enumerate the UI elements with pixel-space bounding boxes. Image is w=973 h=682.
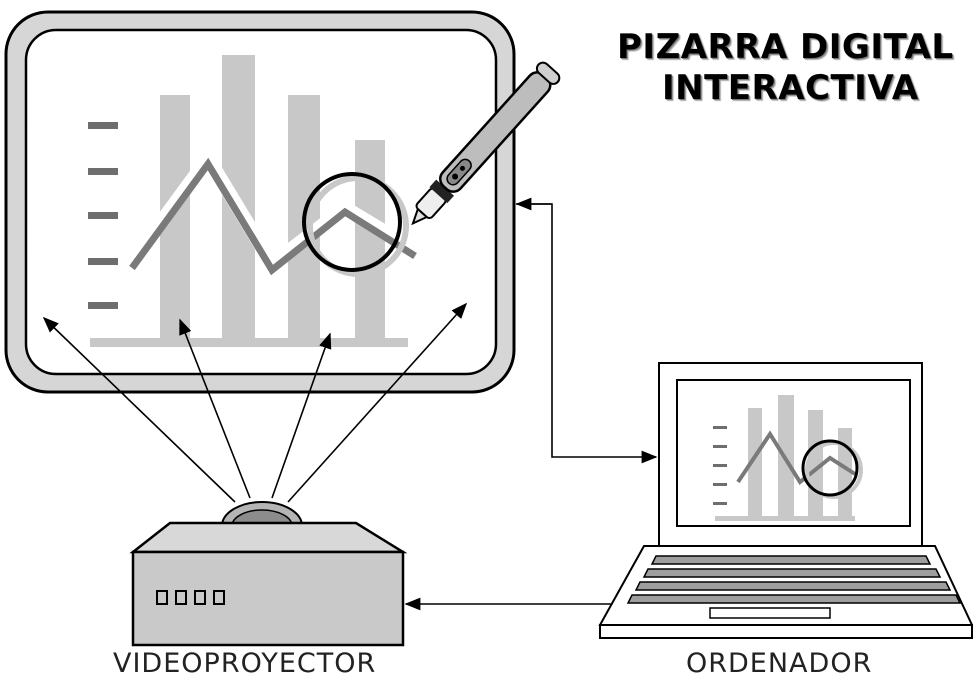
board-highlight-shadow [307, 175, 409, 277]
projection-arrow-4 [287, 302, 468, 503]
keyboard-row-4 [626, 594, 962, 604]
projector-body [131, 550, 405, 647]
projection-arrow-1 [42, 316, 236, 503]
projector-label: VIDEOPROYECTOR [113, 648, 377, 679]
laptop-chart [713, 395, 863, 521]
projector-button-1 [156, 590, 168, 605]
projector-top [129, 521, 408, 554]
board-chart [88, 55, 419, 347]
board-line [129, 157, 417, 276]
keyboard-row-2 [642, 568, 942, 578]
diagram-title-line-1: PIZARRA DIGITAL [617, 27, 954, 67]
circle-highlight-icon [302, 172, 402, 272]
board-bar-4 [355, 140, 385, 340]
projection-arrow-2 [179, 318, 251, 499]
connection-arrows [404, 197, 658, 611]
projector-icon [129, 501, 408, 647]
laptop-front [599, 624, 973, 639]
projection-arrows [42, 302, 468, 503]
projection-arrow-3 [271, 332, 332, 499]
board-tick-5 [88, 302, 118, 309]
laptop-trackpad [709, 607, 831, 619]
keyboard-row-3 [634, 581, 952, 591]
diagram-title-line-2: INTERACTIVA [662, 68, 919, 108]
projector-button-2 [175, 590, 187, 605]
projector-button-4 [213, 590, 225, 605]
board-tick-4 [88, 258, 118, 265]
board-laptop-connector [516, 203, 658, 464]
board-tick-3 [88, 212, 118, 219]
laptop-icon [598, 362, 973, 639]
whiteboard [4, 10, 516, 394]
board-tick-1 [88, 122, 118, 129]
board-baseline [90, 338, 408, 347]
projector-button-3 [194, 590, 206, 605]
stylus-pen-icon [411, 61, 561, 226]
board-tick-2 [88, 168, 118, 175]
keyboard-row-1 [650, 555, 932, 565]
computer-label: ORDENADOR [686, 648, 873, 679]
